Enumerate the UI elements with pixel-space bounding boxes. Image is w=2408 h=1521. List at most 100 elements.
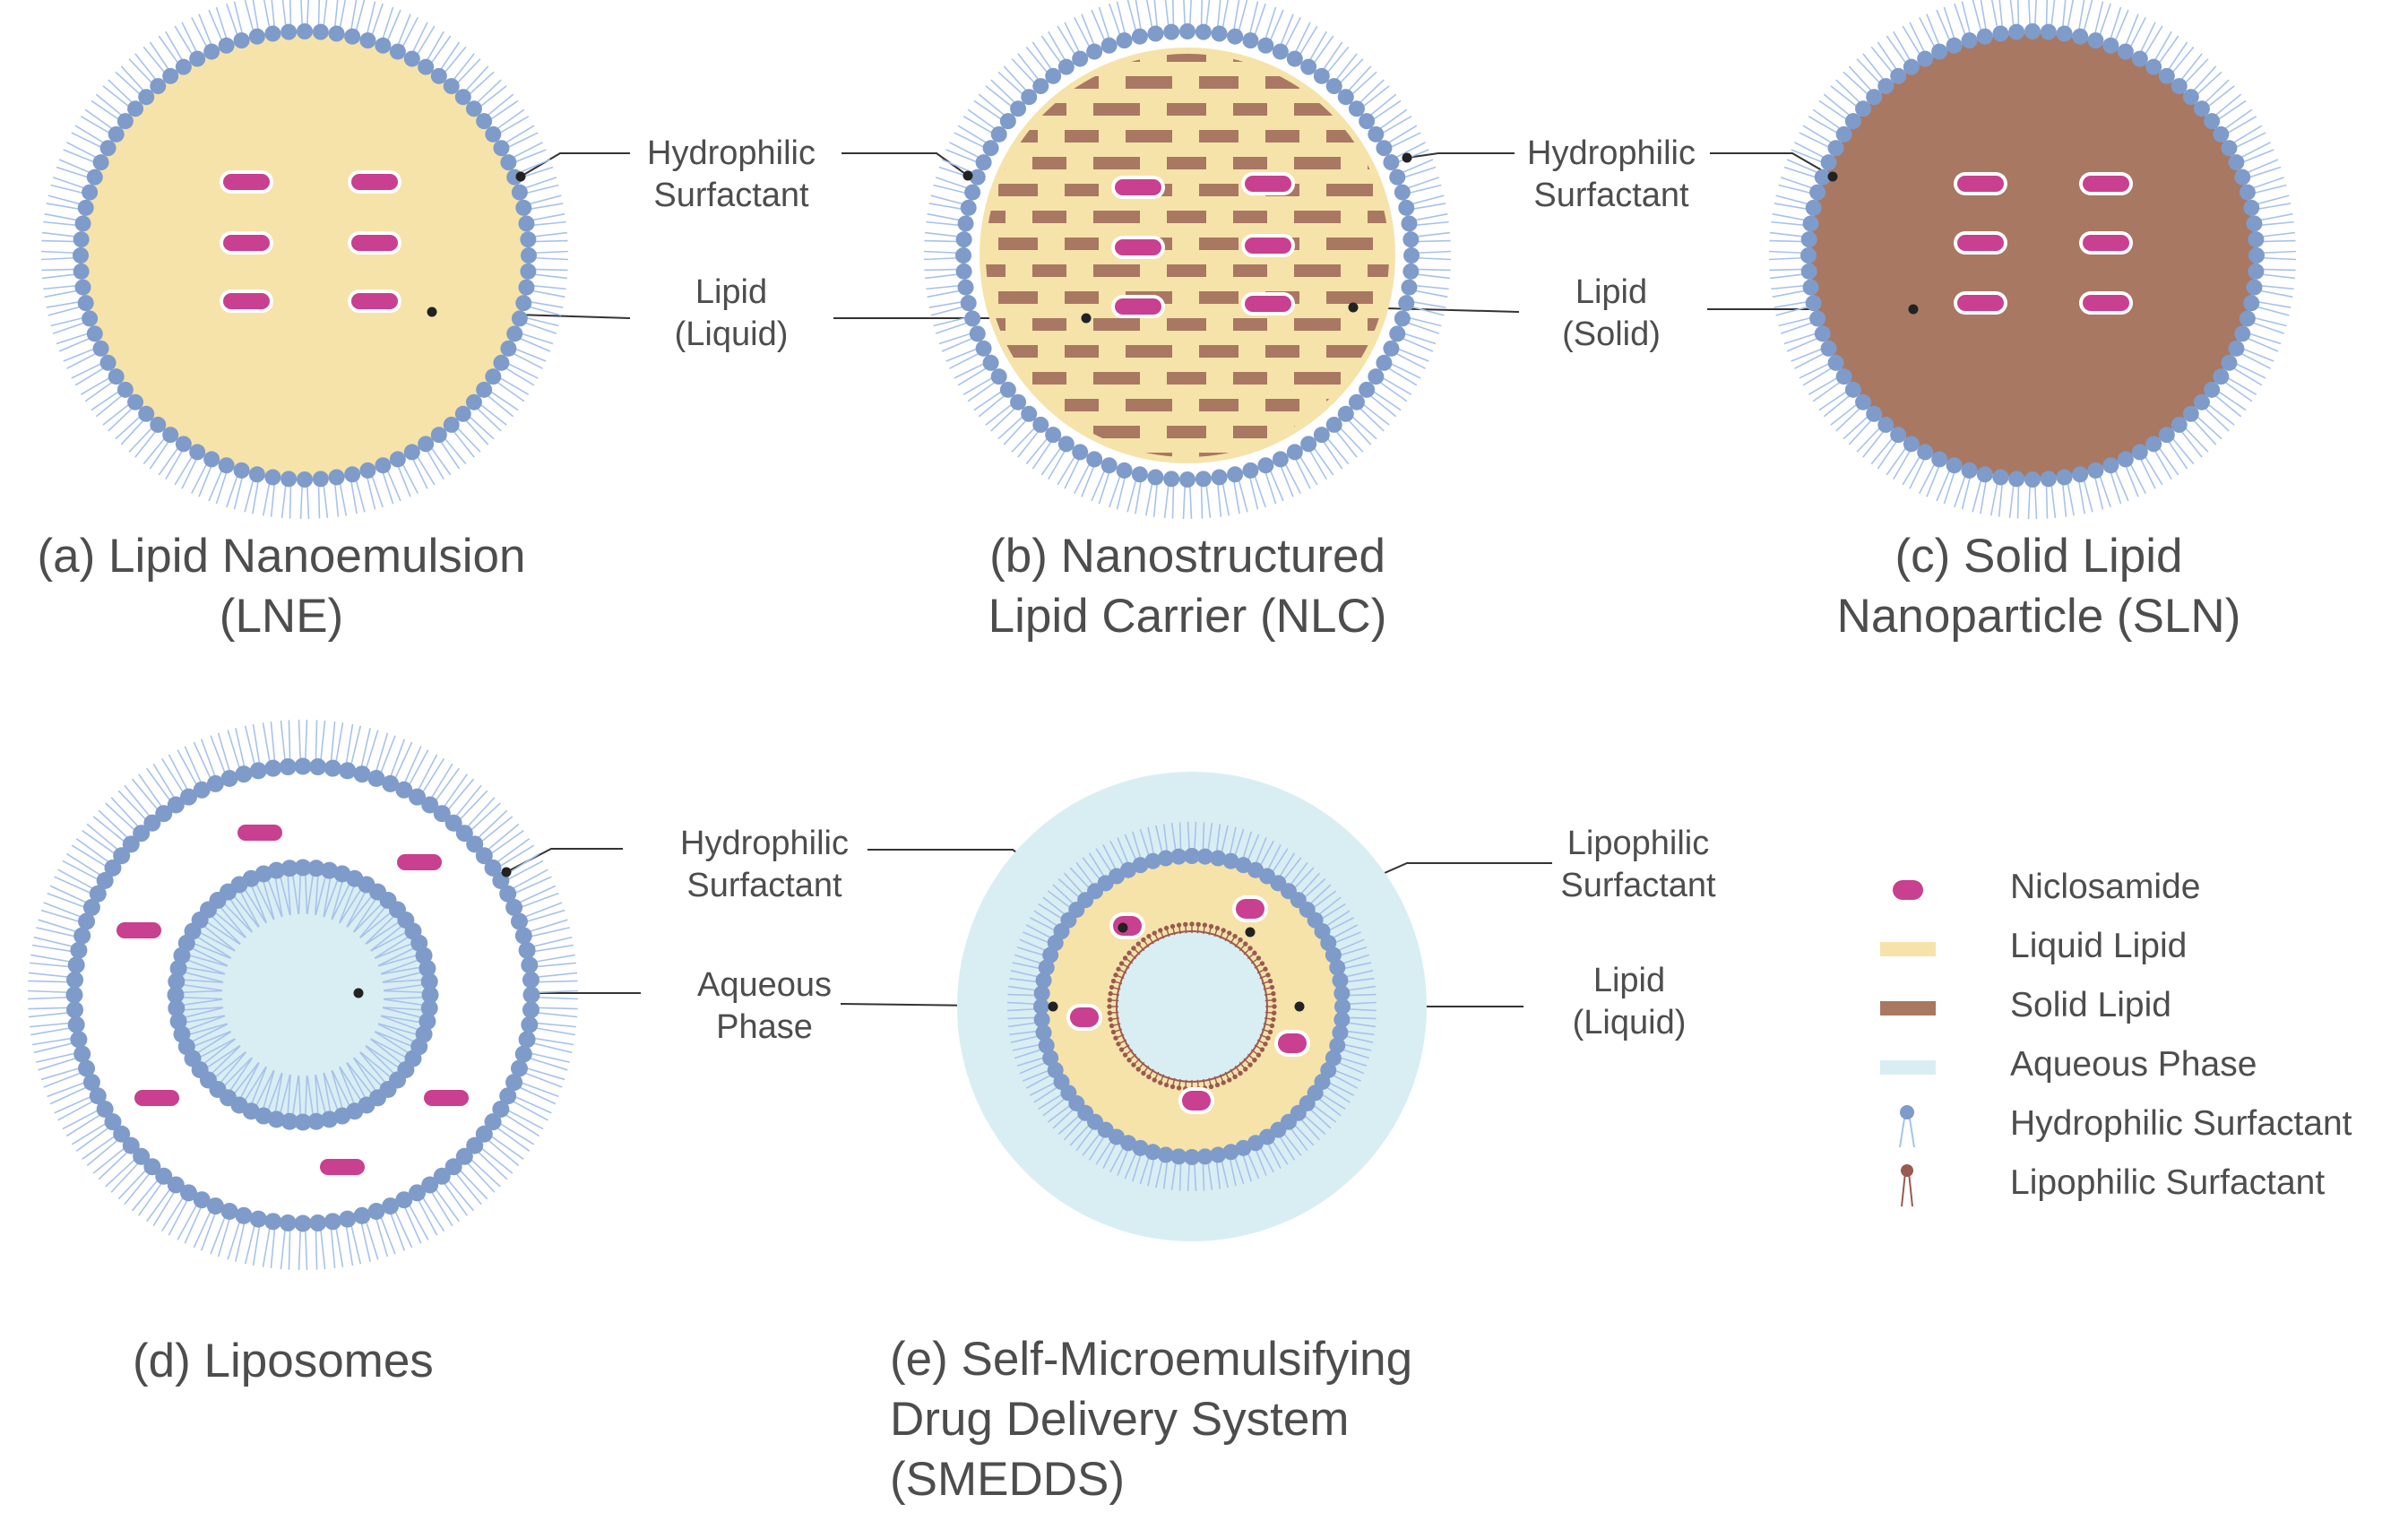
solid-lipid-block	[1167, 318, 1206, 331]
solid-lipid-block	[998, 453, 1038, 457]
surfactant-head	[395, 1191, 413, 1209]
legend-icons	[1880, 880, 1936, 1207]
surfactant-head	[1033, 985, 1050, 1002]
solid-lipid-block	[1400, 76, 1439, 89]
liquid-lipid-swatch-icon	[1880, 942, 1936, 956]
legend-aqueous-phase-label: Aqueous Phase	[2010, 1045, 2257, 1084]
surfactant-head	[1835, 125, 1852, 143]
liquid-lipid-core	[82, 33, 527, 478]
surfactant-head	[1903, 58, 1920, 75]
legend-solid-lipid-label: Solid Lipid	[2010, 986, 2171, 1024]
liposomes-title: (d) Liposomes	[133, 1335, 434, 1387]
surfactant-head	[1809, 310, 1826, 327]
solid-lipid-block	[1199, 291, 1239, 304]
niclosamide-pill	[1182, 1091, 1211, 1111]
solid-lipid-block	[1093, 426, 1140, 438]
surfactant-head	[294, 1113, 312, 1131]
surfactant-layer	[167, 859, 439, 1131]
surfactant-head	[344, 28, 361, 45]
surfactant-head	[66, 1001, 84, 1019]
surfactant-head	[1100, 457, 1118, 474]
surfactant-head	[403, 444, 420, 461]
surfactant-head	[2102, 457, 2119, 474]
surfactant-head	[499, 1087, 517, 1105]
surfactant-head	[2248, 231, 2265, 248]
surfactant-layer	[40, 0, 569, 520]
surfactant-head	[395, 781, 413, 799]
surfactant-head	[1890, 67, 1907, 84]
surfactant-head	[77, 295, 94, 312]
surfactant-head	[1931, 43, 1948, 60]
solid-lipid-block	[1126, 130, 1172, 143]
sln-lipid-label: Lipid (Solid)	[1562, 273, 1661, 354]
surfactant-head	[133, 1147, 151, 1165]
surfactant-head	[2193, 100, 2210, 117]
surfactant-head	[1147, 469, 1164, 486]
niclosamide-pill	[1957, 235, 2004, 251]
nlc-title: (b) Nanostructured Lipid Carrier (NLC)	[988, 530, 1387, 643]
surfactant-head	[1242, 32, 1259, 49]
surfactant-head	[485, 125, 502, 143]
surfactant-head	[218, 457, 235, 474]
surfactant-head	[1403, 247, 1420, 264]
surfactant-head	[1917, 50, 1934, 67]
surfactant-head	[307, 860, 325, 877]
surfactant-head	[1992, 25, 2009, 42]
leader-dot	[1245, 927, 1256, 938]
surfactant-head	[500, 154, 517, 171]
surfactant-head	[1227, 466, 1244, 483]
solid-lipid-block	[1065, 399, 1099, 411]
lne-lipid-label: Lipid (Liquid)	[674, 273, 789, 354]
surfactant-head	[281, 860, 298, 877]
surfactant-head	[281, 471, 298, 488]
surfactant-layer	[1768, 0, 2297, 520]
surfactant-head	[455, 1147, 473, 1165]
surfactant-head	[1210, 1146, 1227, 1163]
leader-dot	[427, 307, 437, 317]
surfactant-head	[382, 774, 400, 792]
surfactant-head	[169, 959, 187, 977]
surfactant-head	[1227, 28, 1244, 45]
leader-dots	[353, 152, 1919, 1012]
surfactant-head	[1170, 1148, 1187, 1165]
surfactant-head	[180, 788, 197, 806]
surfactant-head	[1147, 25, 1164, 42]
surfactant-head	[1403, 263, 1420, 280]
niclosamide-pill	[2083, 235, 2129, 251]
surfactant-head	[1132, 857, 1149, 874]
surfactant-head	[294, 757, 312, 775]
solid-lipid-block	[986, 426, 1005, 438]
smedds-title: (e) Self-Microemulsifying Drug Delivery …	[890, 1333, 1413, 1506]
surfactant-head	[1045, 67, 1062, 84]
surfactant-head	[1329, 959, 1346, 976]
solid-lipid-block	[1294, 318, 1341, 331]
surfactant-head	[420, 972, 438, 990]
niclosamide-pill	[223, 293, 270, 309]
surfactant-head	[2248, 247, 2265, 264]
surfactant-head	[957, 279, 974, 296]
surfactant-head	[2246, 279, 2263, 296]
surfactant-head	[499, 885, 517, 903]
surfactant-head	[169, 1013, 187, 1031]
surfactant-heads	[955, 23, 1420, 488]
surfactant-head	[1057, 58, 1075, 75]
surfactant-head	[104, 859, 122, 877]
surfactant-head	[2234, 325, 2251, 342]
surfactant-head	[475, 847, 493, 865]
leader-dot	[1908, 304, 1919, 315]
surfactant-head	[133, 825, 151, 843]
surfactant-head	[193, 1191, 211, 1209]
surfactant-head	[1398, 199, 1415, 216]
niclosamide-pill	[424, 1090, 469, 1106]
surfactant-head	[294, 1214, 312, 1232]
solid-lipid-block	[1265, 130, 1299, 143]
surfactant-head	[74, 215, 91, 232]
solid-lipid-block	[1126, 76, 1172, 89]
surfactant-head	[297, 471, 313, 488]
niclosamide-pill	[1957, 295, 2004, 311]
surfactant-head	[312, 471, 329, 488]
surfactant-head	[521, 956, 539, 974]
leader-line	[1406, 152, 1515, 159]
surfactant-head	[419, 959, 436, 977]
surfactant-head	[206, 1197, 224, 1215]
